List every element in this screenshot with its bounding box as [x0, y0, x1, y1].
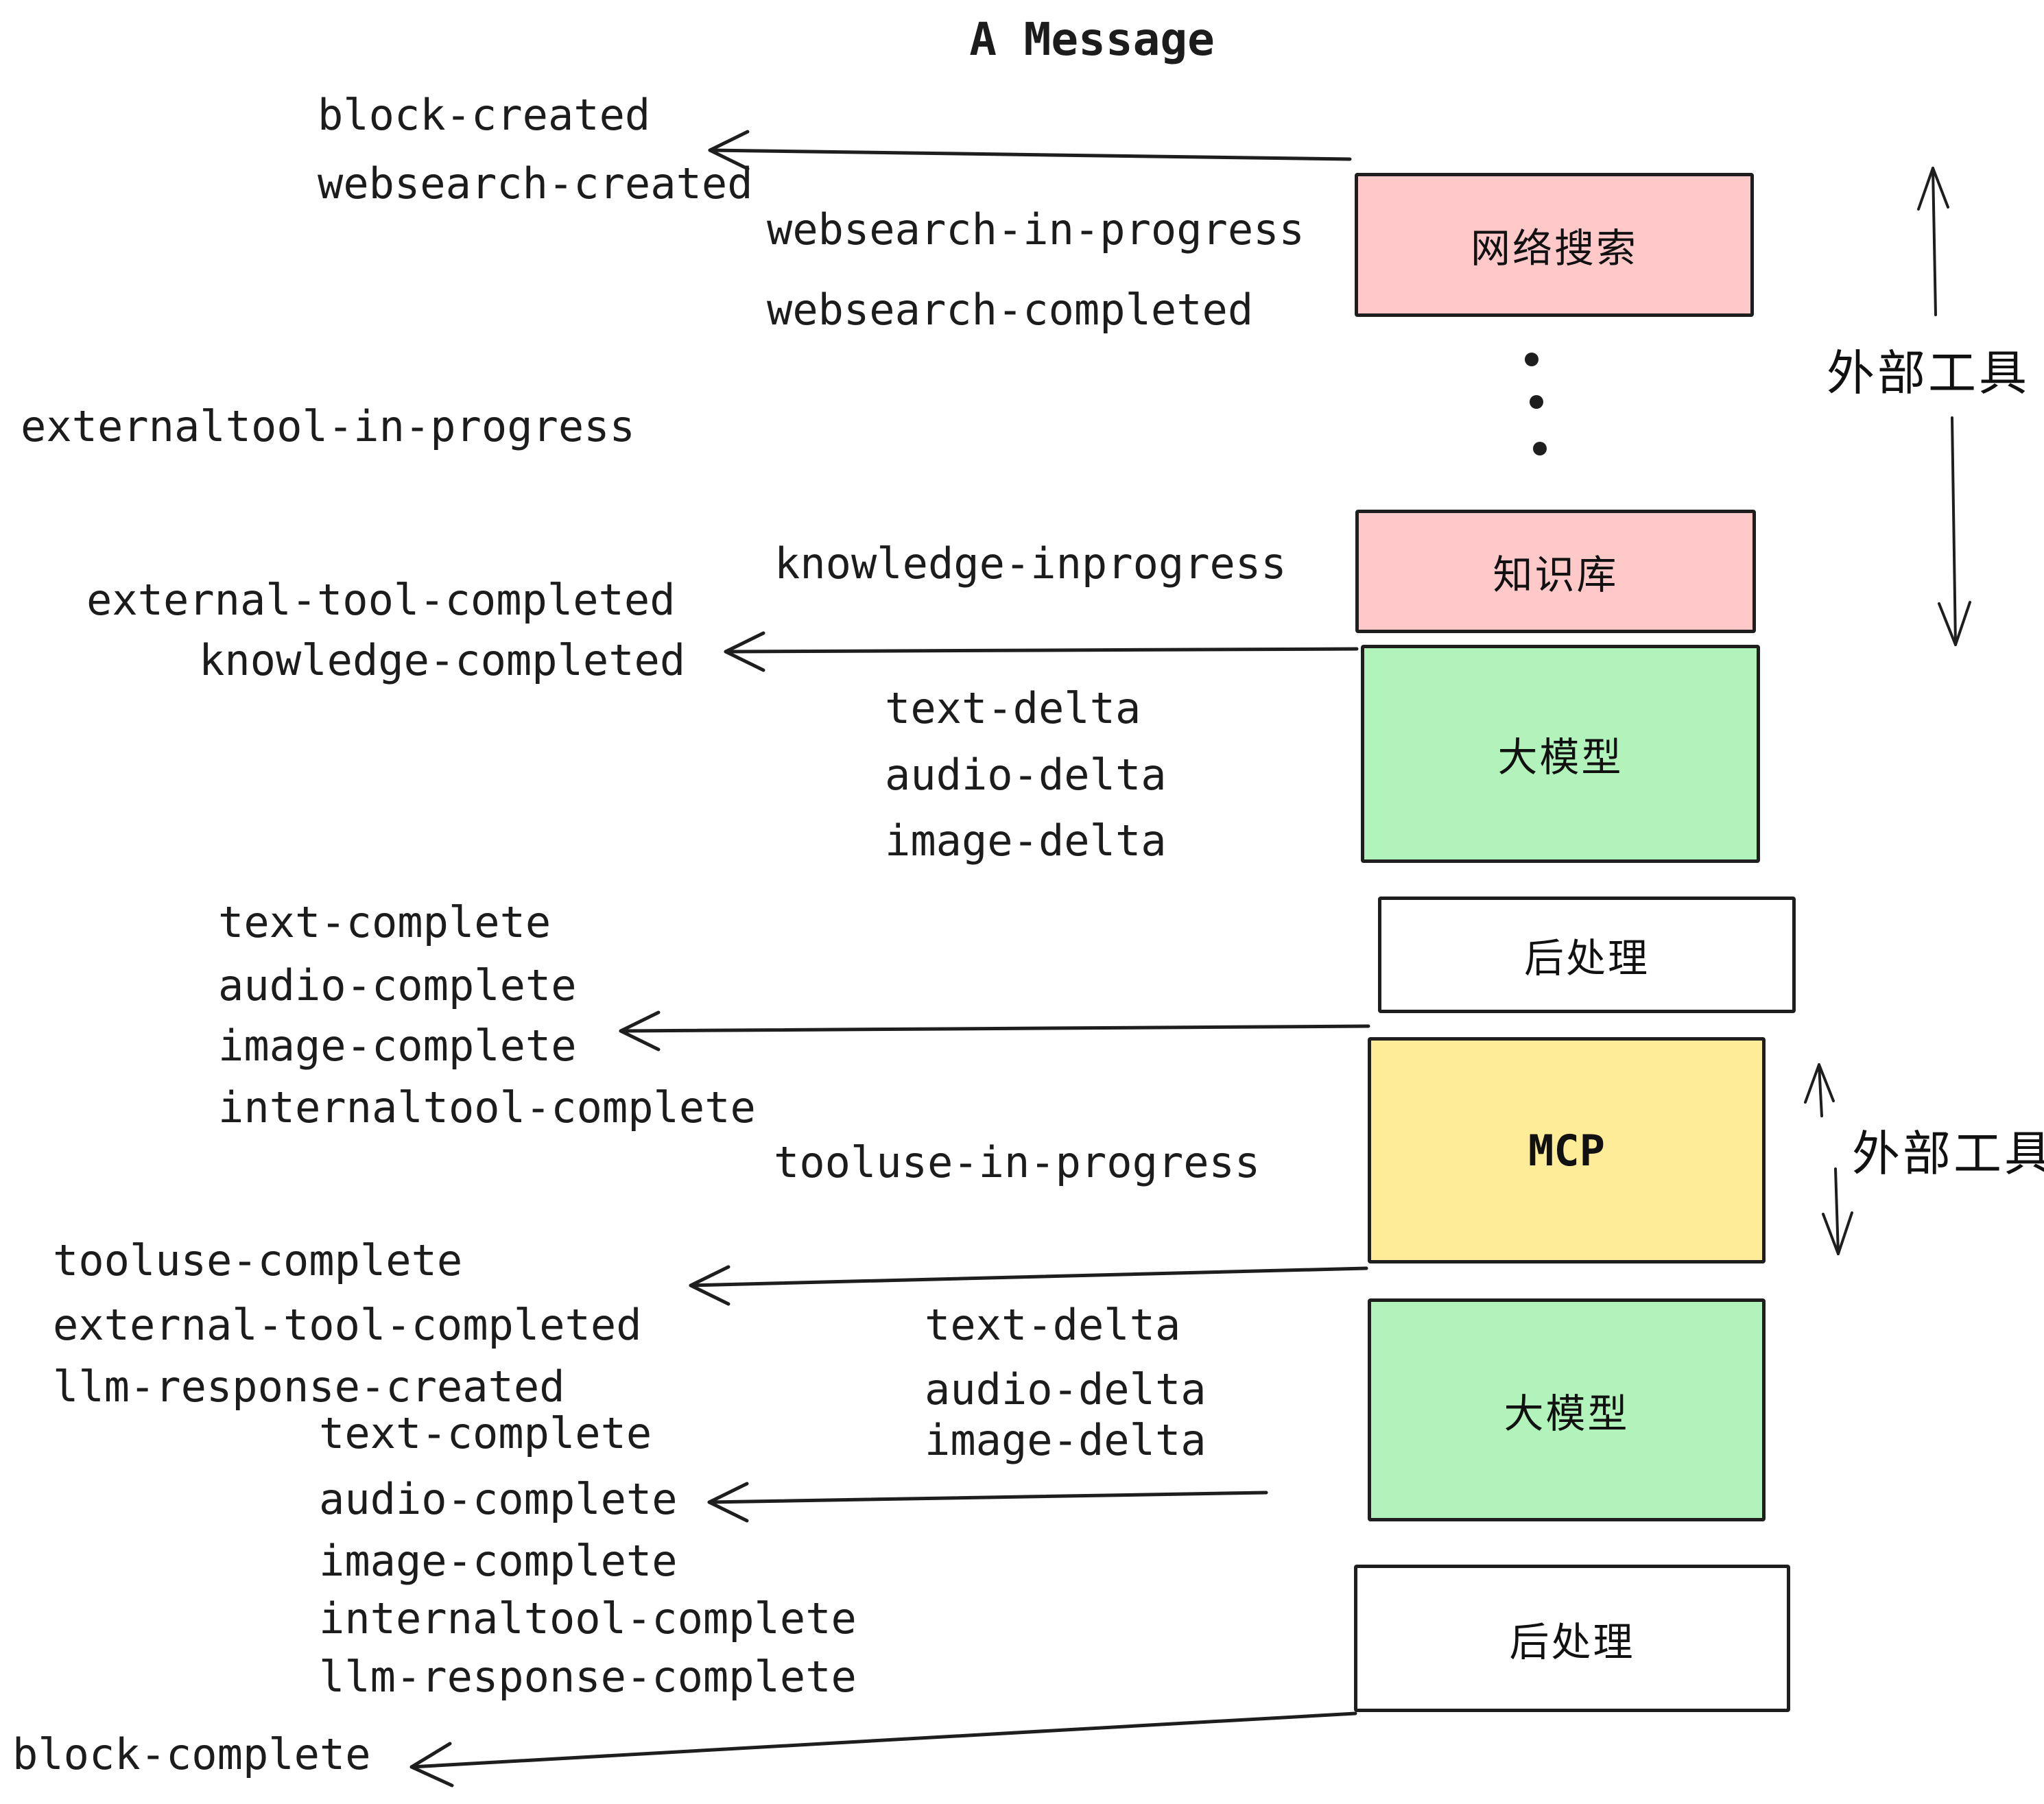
node-post-2-label: 后处理: [1509, 1619, 1635, 1665]
node-websearch: 网络搜索: [1355, 173, 1754, 317]
event-label-image-delta-2: image-delta: [925, 1415, 1207, 1465]
event-label-websearch-created: websearch-created: [318, 158, 753, 209]
node-llm-2: 大模型: [1368, 1298, 1766, 1521]
event-label-internaltool-complete: internaltool-complete: [218, 1082, 756, 1132]
node-post-1-label: 后处理: [1523, 936, 1650, 981]
arrow-down-external-tools-1-icon: [1938, 416, 1971, 646]
arrow-to-image-complete-icon: [619, 1010, 1370, 1052]
event-label-external-tool-completed-2: external-tool-completed: [53, 1300, 642, 1350]
node-knowledge: 知识库: [1355, 510, 1756, 633]
node-post-1: 后处理: [1378, 897, 1796, 1013]
node-post-2: 后处理: [1354, 1565, 1790, 1712]
node-llm-1: 大模型: [1361, 645, 1760, 863]
event-label-websearch-in-progress: websearch-in-progress: [767, 204, 1305, 254]
arrow-to-block-complete-icon: [409, 1711, 1357, 1788]
event-label-block-complete: block-complete: [12, 1729, 371, 1779]
event-label-tooluse-complete: tooluse-complete: [53, 1235, 463, 1285]
annotation-external-tools-2: 外部工具: [1852, 1127, 2044, 1180]
event-label-audio-delta-2: audio-delta: [925, 1364, 1207, 1414]
event-label-llm-response-created: llm-response-created: [53, 1362, 565, 1412]
event-label-externaltool-in-progress: externaltool-in-progress: [21, 401, 635, 451]
event-label-text-delta-2: text-delta: [925, 1300, 1181, 1350]
event-label-audio-delta: audio-delta: [885, 750, 1167, 800]
event-label-text-complete: text-complete: [218, 897, 551, 947]
diagram-title: A Message: [969, 13, 1215, 66]
event-label-tooluse-in-progress: tooluse-in-progress: [774, 1137, 1261, 1187]
event-label-text-complete-2: text-complete: [319, 1408, 652, 1458]
event-label-audio-complete: audio-complete: [218, 960, 577, 1010]
arrow-up-external-tools-2-icon: [1804, 1063, 1835, 1117]
event-label-websearch-completed: websearch-completed: [767, 285, 1254, 335]
event-label-text-delta: text-delta: [885, 683, 1141, 733]
annotation-external-tools-1: 外部工具: [1827, 346, 2030, 400]
node-mcp: MCP: [1368, 1037, 1766, 1263]
arrow-up-external-tools-1-icon: [1917, 167, 1949, 316]
node-knowledge-label: 知识库: [1493, 553, 1619, 597]
node-mcp-label: MCP: [1528, 1125, 1605, 1176]
arrow-to-websearch-created-icon: [708, 130, 1352, 171]
node-llm-2-label: 大模型: [1504, 1391, 1630, 1436]
event-label-image-complete-2: image-complete: [319, 1536, 678, 1586]
event-label-image-complete: image-complete: [218, 1021, 577, 1071]
event-label-knowledge-completed: knowledge-completed: [199, 635, 686, 685]
event-label-internaltool-complete-2: internaltool-complete: [319, 1593, 857, 1643]
event-label-audio-complete-2: audio-complete: [319, 1474, 678, 1524]
event-label-image-delta: image-delta: [885, 816, 1167, 866]
arrow-to-knowledge-completed-icon: [724, 631, 1359, 672]
node-websearch-label: 网络搜索: [1470, 226, 1638, 271]
event-label-knowledge-inprogress: knowledge-inprogress: [774, 538, 1287, 589]
node-llm-1-label: 大模型: [1497, 735, 1624, 780]
arrow-down-external-tools-2-icon: [1822, 1167, 1853, 1255]
event-label-llm-response-complete: llm-response-complete: [319, 1652, 857, 1702]
arrow-to-tooluse-complete-icon: [689, 1265, 1368, 1306]
ellipsis-dots-icon: [1525, 353, 1547, 455]
arrow-to-audio-complete-icon: [707, 1482, 1268, 1523]
event-label-external-tool-completed: external-tool-completed: [86, 575, 676, 625]
event-label-block-created: block-created: [318, 90, 651, 140]
